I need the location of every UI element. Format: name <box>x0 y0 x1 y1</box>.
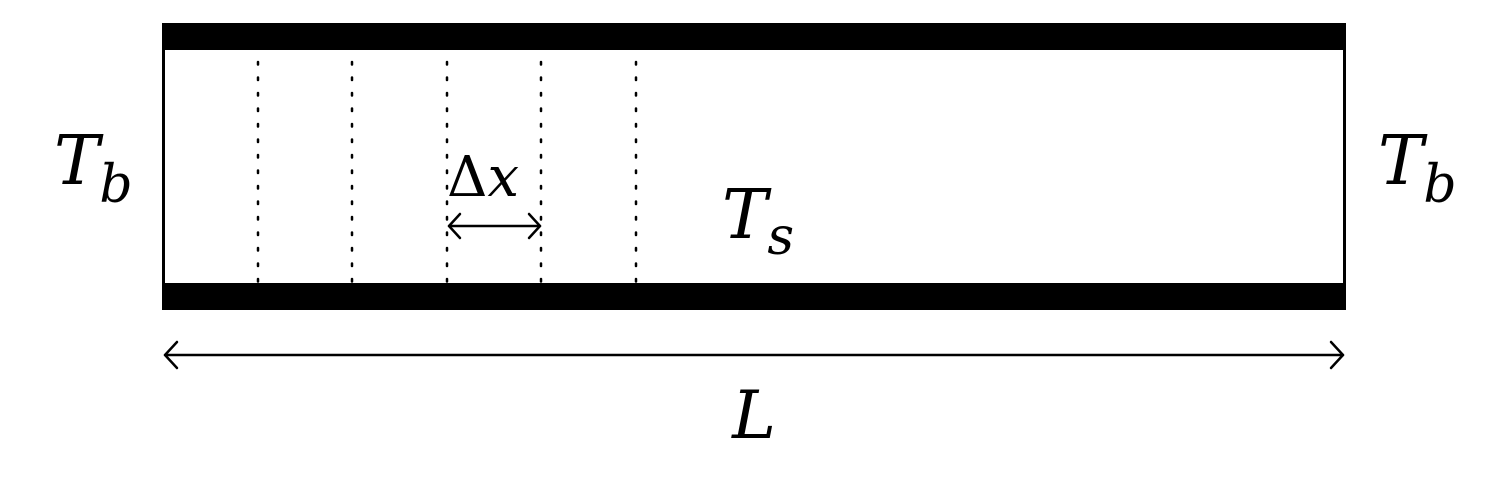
arrowhead-right-icon <box>1329 340 1345 370</box>
segment-width-label: Δx <box>447 145 519 210</box>
arrowhead-left-icon <box>447 212 462 240</box>
delta-symbol: Δ <box>447 145 487 210</box>
right-temp-subscript: b <box>1423 155 1456 215</box>
left-base-temperature: Tb <box>54 122 133 215</box>
rod-top-wall <box>162 23 1346 50</box>
rod-bottom-wall <box>162 283 1346 310</box>
arrowhead-left-icon <box>163 340 179 370</box>
left-temp-symbol: T <box>54 122 104 201</box>
surroundings-temp-symbol: T <box>722 176 772 255</box>
segment-width-arrow <box>447 212 542 240</box>
segment-width-variable: x <box>487 145 519 210</box>
node-divisions <box>256 60 638 285</box>
rod <box>162 23 1346 310</box>
surroundings-temp-subscript: s <box>767 207 794 267</box>
length-arrow <box>163 340 1345 370</box>
surroundings-temperature: Ts <box>722 176 794 267</box>
length-label: L <box>731 377 776 454</box>
right-temp-symbol: T <box>1378 122 1428 201</box>
left-temp-subscript: b <box>99 155 132 215</box>
right-base-temperature: Tb <box>1378 122 1457 215</box>
arrowhead-right-icon <box>527 212 542 240</box>
